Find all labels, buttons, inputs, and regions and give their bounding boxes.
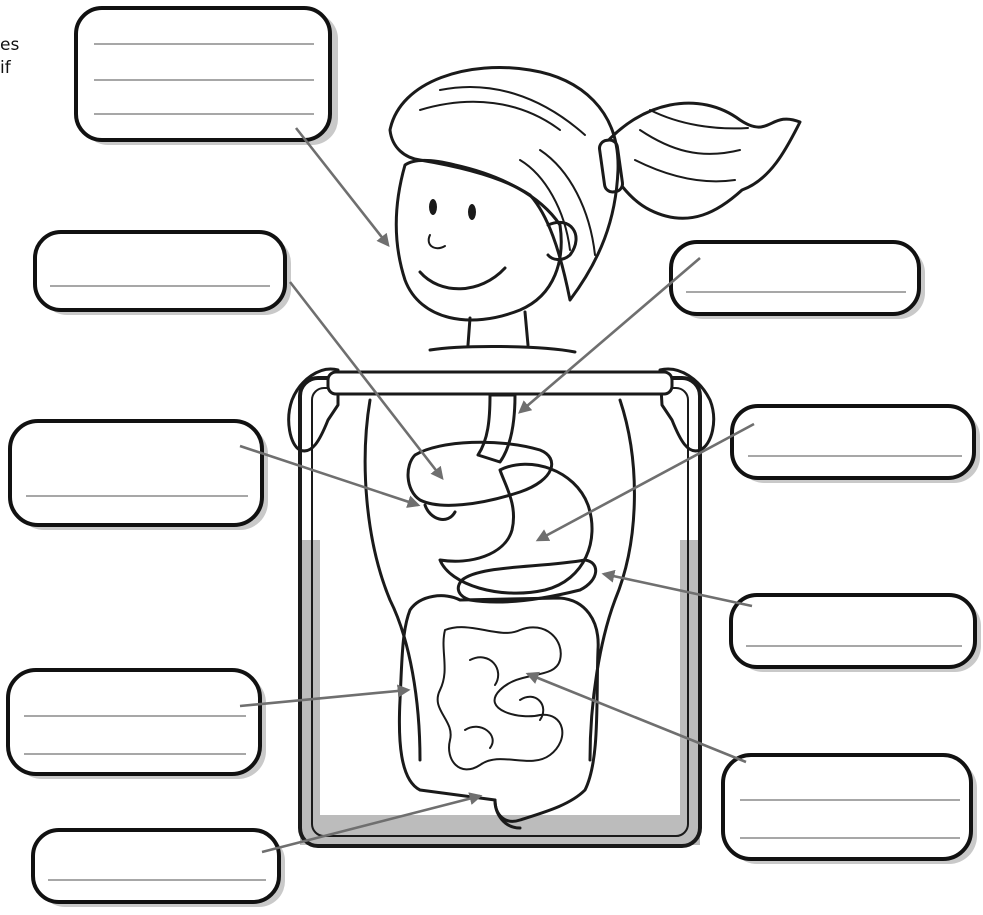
- mouth-smile: [420, 268, 505, 289]
- collar: [430, 346, 575, 352]
- arrow-to-pancreas: [604, 574, 752, 606]
- stomach-shape: [440, 464, 592, 593]
- esophagus-shape: [478, 395, 515, 462]
- label-box-pancreas[interactable]: [731, 595, 981, 672]
- label-box-stomach[interactable]: [732, 406, 980, 483]
- arrow-to-small-intestine: [528, 674, 746, 762]
- label-box-large-intestine[interactable]: [8, 670, 266, 779]
- arrow-to-mouth: [296, 128, 388, 245]
- label-box-small-intestine[interactable]: [723, 755, 977, 864]
- pancreas-shape: [458, 560, 595, 602]
- nose: [429, 235, 445, 248]
- face: [396, 160, 561, 320]
- gallbladder-shape: [425, 505, 455, 519]
- label-box-mouth[interactable]: [76, 8, 338, 145]
- ponytail: [600, 103, 800, 218]
- label-box-esophagus[interactable]: [671, 242, 925, 319]
- right-eye: [468, 204, 476, 220]
- label-box-rectum[interactable]: [33, 830, 285, 907]
- small-intestine-shape: [438, 627, 563, 769]
- girl-illustration: [289, 68, 800, 761]
- label-box-liver[interactable]: [35, 232, 291, 315]
- label-box-gallbladder[interactable]: [10, 421, 268, 530]
- hair: [390, 68, 618, 301]
- hair-tie: [598, 139, 623, 193]
- left-eye: [429, 199, 437, 215]
